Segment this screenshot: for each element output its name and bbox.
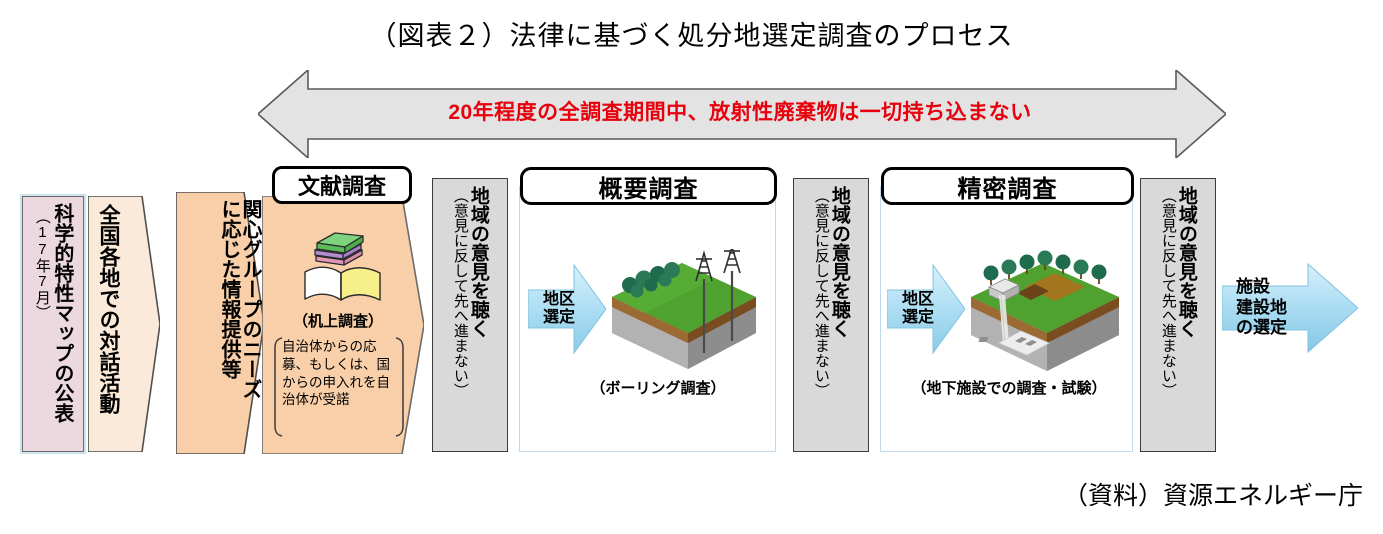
opinion-bar-1: 地域の意見を聴く （意見に反して先へ進まない） <box>432 178 508 452</box>
stage-literature-survey-caption: （机上調査） <box>292 313 383 330</box>
step-interest-group-needs-sub: に応じた情報提供等 <box>218 199 240 379</box>
opinion-bar-3-main: 地域の意見を聴く <box>1175 186 1197 338</box>
stage-outline-survey-caption: （ボーリング調査） <box>590 380 726 397</box>
stage-literature-survey-note: 自治体からの応募、もしくは、国からの申入れを自治体が受諾 <box>272 336 406 438</box>
district-selection-arrow-2-line2: 選定 <box>901 309 934 326</box>
facility-site-selection-line1: 施設 <box>1236 277 1270 297</box>
facility-site-selection-line3: の選定 <box>1236 318 1287 338</box>
stage-outline-survey-heading: 概要調査 <box>520 167 777 205</box>
step-nationwide-dialog: 全国各地での対話活動 <box>88 196 160 452</box>
district-selection-arrow-1: 地区 選定 <box>528 263 606 355</box>
stage-outline-survey: 概要調査 地区 選定 <box>519 167 777 452</box>
step-interest-group-needs-label: 関心グループのニーズ <box>239 199 261 399</box>
step-interest-group-needs: 関心グループのニーズ に応じた情報提供等 <box>176 192 264 454</box>
opinion-bar-1-main: 地域の意見を聴く <box>467 186 489 338</box>
page-title: （図表２）法律に基づく処分地選定調査のプロセス <box>369 21 1014 51</box>
step-scientific-map: 科学的特性マップの公表 （17年7月） <box>22 196 84 452</box>
district-selection-arrow-1-line2: 選定 <box>542 309 575 326</box>
stage-literature-survey-note-text: 自治体からの応募、もしくは、国からの申入れを自治体が受諾 <box>282 339 390 408</box>
terrain-boring-icon <box>604 244 768 373</box>
opinion-bar-2: 地域の意見を聴く （意見に反して先へ進まない） <box>793 178 869 452</box>
books-icon <box>300 226 386 306</box>
opinion-bar-3-note: （意見に反して先へ進まない） <box>1159 188 1177 398</box>
terrain-underground-facility-icon <box>963 247 1131 373</box>
duration-banner-label: 20年程度の全調査期間中、放射性廃棄物は一切持ち込まない <box>448 101 1032 124</box>
stage-detailed-survey-heading: 精密調査 <box>881 167 1134 205</box>
opinion-bar-2-main: 地域の意見を聴く <box>828 186 850 338</box>
facility-site-selection-line2: 建設地 <box>1236 297 1287 317</box>
source-note: （資料）資源エネルギー庁 <box>1062 483 1363 510</box>
district-selection-arrow-2-line1: 地区 <box>901 291 934 309</box>
stage-literature-survey-heading: 文献調査 <box>272 166 412 204</box>
brace-right-icon <box>395 337 404 437</box>
brace-left-icon <box>274 337 283 437</box>
opinion-bar-3: 地域の意見を聴く （意見に反して先へ進まない） <box>1140 178 1216 452</box>
step-scientific-map-date: （17年7月） <box>33 209 51 320</box>
district-selection-arrow-2: 地区 選定 <box>887 263 965 355</box>
facility-site-selection-arrow: 施設 建設地 の選定 <box>1222 262 1358 354</box>
duration-banner-arrow <box>258 70 1226 158</box>
stage-detailed-survey-caption: （地下施設での調査・試験） <box>911 380 1107 397</box>
stage-detailed-survey: 精密調査 地区 選定 <box>880 167 1134 452</box>
opinion-bar-1-note: （意見に反して先へ進まない） <box>451 188 469 398</box>
step-nationwide-dialog-label: 全国各地での対話活動 <box>97 204 121 414</box>
step-scientific-map-label: 科学的特性マップの公表 <box>50 203 73 423</box>
district-selection-arrow-1-line1: 地区 <box>542 291 575 309</box>
opinion-bar-2-note: （意見に反して先へ進まない） <box>812 188 830 398</box>
stage-literature-survey <box>262 196 424 454</box>
